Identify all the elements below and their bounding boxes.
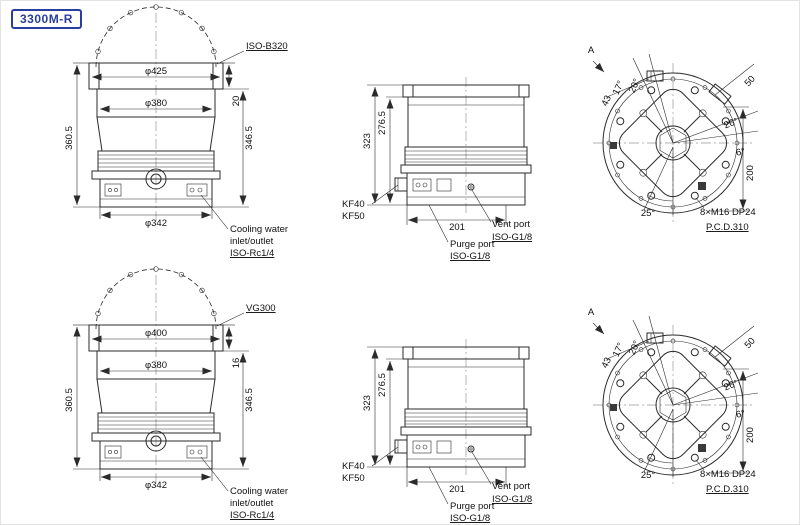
- dim-angle-6: 6°: [735, 408, 746, 420]
- dim-angle-26: 26°: [723, 378, 740, 393]
- dim-inlet-flange-diameter: φ425: [145, 66, 167, 77]
- front-view-bottom-labels: φ400 φ380 360.5 16 346.5 φ342 VG300 Cool…: [64, 303, 288, 521]
- dim-flange-height: 16: [231, 358, 242, 369]
- label-vent-port-type: ISO-G1/8: [492, 494, 532, 505]
- label-port-kf40: KF40: [342, 199, 365, 210]
- front-view-top: [73, 5, 249, 229]
- dim-43: 43: [600, 356, 614, 370]
- dim-body-height: 346.5: [244, 388, 255, 412]
- label-purge-port-type: ISO-G1/8: [450, 251, 490, 262]
- dim-flange-height: 20: [231, 96, 242, 107]
- dim-angle-26: 26°: [723, 116, 740, 131]
- label-port-kf40: KF40: [342, 461, 365, 472]
- dim-side-total-height: 323: [362, 133, 373, 149]
- dim-body-height: 346.5: [244, 126, 255, 150]
- dim-side-upper-height: 276.5: [377, 111, 388, 135]
- side-view-bottom: [367, 339, 531, 504]
- label-cooling-water-2: inlet/outlet: [230, 498, 274, 509]
- dim-angle-25: 25°: [641, 470, 656, 481]
- side-view-bottom-labels: 323 276.5 201 KF40 KF50 Vent port ISO-G1…: [342, 373, 532, 524]
- dim-angle-20: 20°: [627, 77, 643, 95]
- label-bolt-spec: 8×M16 DP24: [700, 207, 756, 218]
- dim-50: 50: [743, 336, 758, 351]
- label-bolt-spec: 8×M16 DP24: [700, 469, 756, 480]
- dim-angle-20: 20°: [627, 339, 643, 357]
- label-section-a: A: [588, 307, 595, 318]
- dim-total-height: 360.5: [64, 126, 75, 150]
- label-pcd: P.C.D.310: [706, 484, 749, 495]
- label-purge-port: Purge port: [450, 501, 495, 512]
- label-port-kf50: KF50: [342, 211, 365, 222]
- label-cooling-water-type: ISO-Rc1/4: [230, 510, 274, 521]
- dim-base-diameter: φ342: [145, 480, 167, 491]
- label-cooling-water-1: Cooling water: [230, 486, 288, 497]
- label-vent-port: Vent port: [492, 481, 530, 492]
- label-pcd: P.C.D.310: [706, 222, 749, 233]
- label-cooling-water-1: Cooling water: [230, 224, 288, 235]
- label-port-kf50: KF50: [342, 473, 365, 484]
- dim-body-diameter: φ380: [145, 360, 167, 371]
- dim-body-diameter: φ380: [145, 98, 167, 109]
- row-top: φ425 φ380 360.5 20 346.5 φ342 ISO-B320 C…: [64, 5, 758, 262]
- label-section-a: A: [588, 45, 595, 56]
- dim-inlet-flange-diameter: φ400: [145, 328, 167, 339]
- label-vent-port: Vent port: [492, 219, 530, 230]
- dim-side-upper-height: 276.5: [377, 373, 388, 397]
- dim-angle-17: 17°: [611, 341, 627, 359]
- row-bottom: φ400 φ380 360.5 16 346.5 φ342 VG300 Cool…: [64, 267, 758, 524]
- dim-base-diameter: φ342: [145, 218, 167, 229]
- label-inlet-flange-type: VG300: [246, 303, 276, 314]
- label-purge-port: Purge port: [450, 239, 495, 250]
- dim-200: 200: [745, 165, 756, 181]
- dim-200: 200: [745, 427, 756, 443]
- dim-side-total-height: 323: [362, 395, 373, 411]
- label-inlet-flange-type: ISO-B320: [246, 41, 288, 52]
- dim-base-width: 201: [449, 484, 465, 495]
- label-cooling-water-type: ISO-Rc1/4: [230, 248, 274, 259]
- label-vent-port-type: ISO-G1/8: [492, 232, 532, 243]
- label-cooling-water-2: inlet/outlet: [230, 236, 274, 247]
- front-view-top-labels: φ425 φ380 360.5 20 346.5 φ342 ISO-B320 C…: [64, 41, 288, 259]
- label-purge-port-type: ISO-G1/8: [450, 513, 490, 524]
- plan-view-top-labels: A 17° 20° 43 50 26° 6° 200 25° 8×M16 DP2…: [588, 45, 758, 233]
- dim-43: 43: [600, 94, 614, 108]
- dim-angle-6: 6°: [735, 146, 746, 158]
- dim-angle-25: 25°: [641, 208, 656, 219]
- dim-50: 50: [743, 74, 758, 89]
- dim-angle-17: 17°: [611, 79, 627, 97]
- side-view-top: [367, 77, 531, 242]
- dim-base-width: 201: [449, 222, 465, 233]
- front-view-bottom: [73, 267, 249, 491]
- side-view-top-labels: 323 276.5 201 KF40 KF50 Vent port ISO-G1…: [342, 111, 532, 262]
- dim-total-height: 360.5: [64, 388, 75, 412]
- model-badge: 3300M-R: [11, 9, 82, 29]
